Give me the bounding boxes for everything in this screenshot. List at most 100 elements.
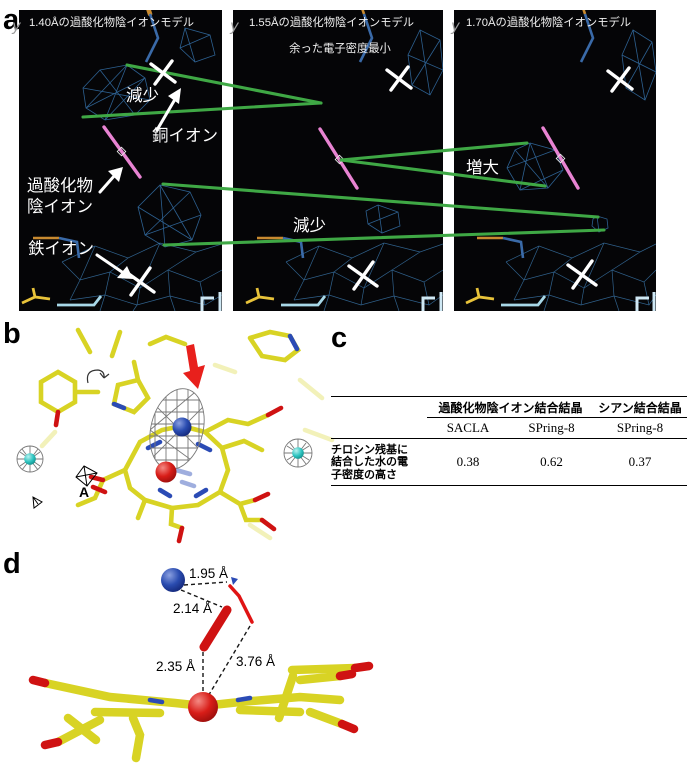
subheader-sacla: SACLA	[446, 420, 490, 435]
label-peroxide-1: 過酸化物	[27, 176, 93, 195]
panel-subtitle-1p55: 余った電子密度最小	[289, 41, 391, 55]
table-rule-top	[331, 396, 687, 397]
panel-d-structure: 1.95 Å 2.14 Å 2.35 Å 3.76 Å	[28, 566, 374, 763]
distance-2p14: 2.14 Å	[173, 601, 212, 616]
group-header-peroxide: 過酸化物陰イオン結合結晶	[438, 400, 583, 415]
comparison-line	[81, 101, 323, 119]
copper-site-x	[385, 65, 413, 92]
heme-nitrogens	[147, 695, 253, 705]
ion-position-marks	[124, 59, 634, 297]
small-triangle-glyph	[32, 496, 43, 509]
row-label: チロシン残基に 結合した水の電 子密度の高さ	[331, 443, 408, 481]
copper-site-x	[606, 66, 634, 93]
comparison-line	[162, 228, 606, 247]
label-decrease-top: 減少	[126, 86, 159, 105]
density-blob	[621, 29, 656, 101]
table-rule-under-groups	[427, 417, 687, 418]
density-blob	[179, 27, 216, 63]
value-spring8-2: 0.37	[628, 454, 652, 469]
value-spring8-1: 0.62	[540, 454, 563, 469]
panel-a-label: a	[3, 4, 20, 36]
density-blob	[365, 204, 401, 234]
peroxide-red-stick	[199, 605, 232, 652]
peroxide-arrow-head	[108, 167, 123, 182]
label-increase: 増大	[466, 158, 499, 177]
iron-sphere	[188, 692, 218, 722]
subheader-spring8-2: SPring-8	[616, 420, 664, 435]
dash-2p14	[180, 589, 223, 608]
stick-lightblue	[57, 295, 103, 307]
peroxide-arrow-shaft	[98, 173, 117, 194]
site-a-marker: A	[79, 484, 89, 500]
red-arrow	[183, 344, 205, 389]
distance-3p76: 3.76 Å	[236, 654, 275, 669]
dash-1p95	[183, 581, 228, 586]
panel-1p70-scene	[465, 10, 656, 311]
iron-site-x	[566, 259, 598, 290]
table-rule-mid	[331, 438, 687, 439]
panel-1p40-bg	[19, 10, 222, 311]
tetrahedron-glyph	[75, 465, 98, 487]
panel-title-1p55: 1.55Åの過酸化物陰イオンモデル	[249, 15, 414, 29]
electron-density-table: 過酸化物陰イオン結合結晶 シアン結合結晶 SACLA SPring-8 SPri…	[331, 396, 687, 486]
stick-yellow	[21, 287, 51, 305]
comparison-line	[339, 141, 529, 162]
peroxide-stick	[541, 126, 580, 190]
oxygen-sticks	[53, 405, 284, 544]
water-sphere	[24, 453, 36, 465]
panel-1p40-scene	[21, 10, 222, 311]
copper-arrow-shaft	[155, 99, 176, 132]
density-blob	[82, 64, 151, 121]
iron-site-x	[347, 260, 379, 291]
table-rule-bottom	[331, 485, 687, 486]
density-blob	[407, 29, 443, 96]
group-header-cyanide: シアン結合結晶	[598, 400, 682, 415]
label-peroxide-2: 陰イオン	[27, 197, 93, 216]
copper-arrow-head	[168, 88, 181, 104]
faded-nitrogen-sticks	[173, 467, 197, 489]
distance-2p35: 2.35 Å	[156, 659, 195, 674]
table-subheader-row: SACLA SPring-8 SPring-8	[331, 418, 687, 438]
density-network	[285, 242, 443, 311]
comparison-line	[339, 158, 547, 188]
panel-b-structure: A	[16, 327, 335, 544]
peroxide-o1-sphere	[172, 417, 192, 437]
peroxide-stick	[318, 127, 359, 190]
panel-title-1p70: 1.70Åの過酸化物陰イオンモデル	[466, 15, 631, 29]
value-sacla: 0.38	[456, 454, 480, 469]
table-group-header-row: 過酸化物陰イオン結合結晶 シアン結合結晶	[331, 397, 687, 417]
distance-1p95: 1.95 Å	[189, 566, 228, 581]
heme-oxygen-tips	[28, 661, 374, 750]
heme-sticks	[38, 327, 301, 531]
background-sticks	[39, 362, 335, 541]
annotation-arrows	[95, 88, 181, 279]
copper-water-sphere	[161, 568, 185, 592]
peroxide-stick	[102, 125, 142, 179]
axis-glyph-y: y	[450, 17, 461, 35]
stick-orange	[146, 10, 153, 17]
axis-glyph-y: y	[11, 17, 22, 35]
density-network	[505, 242, 656, 311]
small-blue-marker	[231, 577, 238, 585]
peroxide-sticks	[102, 125, 580, 190]
nitrogen-sticks	[111, 333, 300, 499]
resolution-panels: y y y 1.40Åの過酸化物陰イオンモデル 1.55Åの過酸化物陰イオンモデ…	[11, 10, 656, 311]
distance-dashes	[180, 581, 251, 699]
comparison-line	[161, 182, 600, 219]
panel-d-label: d	[3, 548, 21, 580]
peroxide-o2-sphere	[155, 461, 177, 483]
label-copper-ion: 銅イオン	[152, 126, 218, 145]
label-iron-ion: 鉄イオン	[28, 239, 94, 258]
label-decrease-bottom: 減少	[293, 216, 326, 235]
copper-site-x	[149, 59, 177, 86]
subheader-spring8-1: SPring-8	[528, 420, 575, 435]
iron-arrow-shaft	[95, 253, 124, 274]
density-network	[61, 242, 222, 311]
panel-b-label: b	[3, 318, 21, 350]
panel-1p55-scene	[245, 10, 443, 311]
water-sphere	[292, 447, 304, 459]
rotation-glyph	[86, 369, 110, 384]
axis-glyph-y: y	[229, 17, 240, 35]
panel-c-label: c	[331, 322, 348, 354]
